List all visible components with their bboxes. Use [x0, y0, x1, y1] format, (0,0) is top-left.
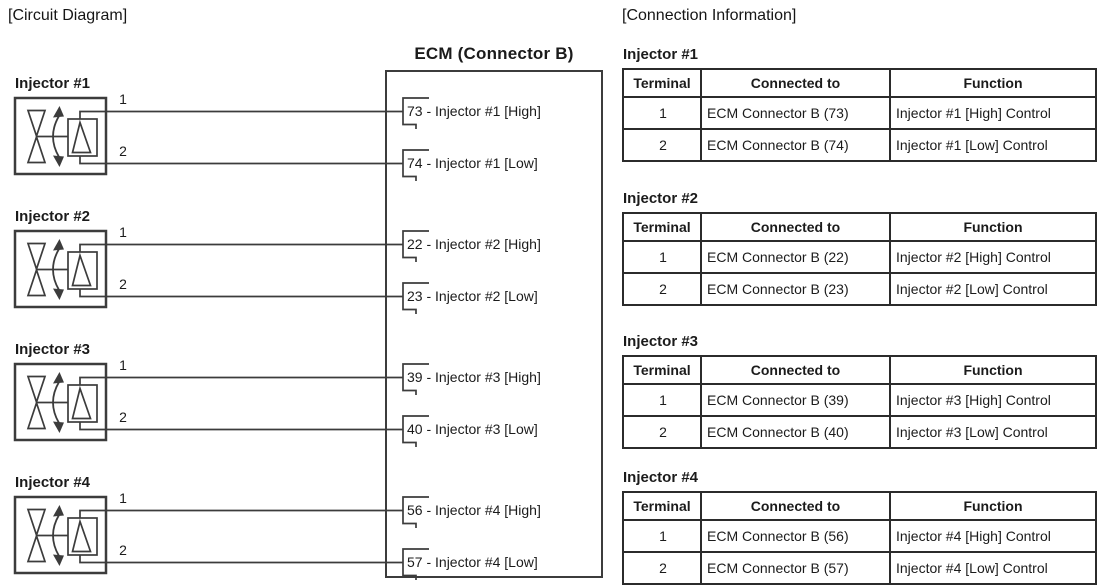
cell-function: Injector #1 [High] Control — [889, 96, 1097, 130]
terminal-2-label: 2 — [119, 409, 127, 425]
connection-table: Terminal Connected to Function 1 ECM Con… — [622, 212, 1097, 306]
ecm-pin-label-high: 56 - Injector #4 [High] — [407, 502, 541, 518]
col-header-function: Function — [889, 355, 1097, 385]
table-title: Injector #2 — [623, 190, 699, 207]
terminal-2-label: 2 — [119, 276, 127, 292]
table-row: 1 ECM Connector B (39) Injector #3 [High… — [622, 383, 1097, 417]
table-row: 2 ECM Connector B (57) Injector #4 [Low]… — [622, 551, 1097, 585]
col-header-connected-to: Connected to — [700, 355, 891, 385]
cell-function: Injector #4 [Low] Control — [889, 551, 1097, 585]
ecm-pin-label-high: 73 - Injector #1 [High] — [407, 103, 541, 119]
table-row: 2 ECM Connector B (40) Injector #3 [Low]… — [622, 415, 1097, 449]
col-header-function: Function — [889, 491, 1097, 521]
cell-connected-to: ECM Connector B (23) — [700, 272, 891, 306]
cell-terminal: 1 — [622, 240, 702, 274]
ecm-pin-label-low: 74 - Injector #1 [Low] — [407, 155, 538, 171]
ecm-pin-label-low: 40 - Injector #3 [Low] — [407, 421, 538, 437]
col-header-terminal: Terminal — [622, 491, 702, 521]
terminal-1-label: 1 — [119, 357, 127, 373]
connection-information-header: [Connection Information] — [622, 7, 797, 24]
col-header-connected-to: Connected to — [700, 491, 891, 521]
cell-terminal: 2 — [622, 272, 702, 306]
table-row: 2 ECM Connector B (74) Injector #1 [Low]… — [622, 128, 1097, 162]
cell-function: Injector #4 [High] Control — [889, 519, 1097, 553]
cell-connected-to: ECM Connector B (56) — [700, 519, 891, 553]
col-header-function: Function — [889, 212, 1097, 242]
injector-4-symbol — [13, 495, 431, 582]
connection-table: Terminal Connected to Function 1 ECM Con… — [622, 68, 1097, 162]
cell-function: Injector #3 [High] Control — [889, 383, 1097, 417]
terminal-2-label: 2 — [119, 143, 127, 159]
col-header-terminal: Terminal — [622, 212, 702, 242]
table-row: 1 ECM Connector B (56) Injector #4 [High… — [622, 519, 1097, 553]
connection-table: Terminal Connected to Function 1 ECM Con… — [622, 355, 1097, 449]
ecm-pin-label-high: 22 - Injector #2 [High] — [407, 236, 541, 252]
cell-function: Injector #3 [Low] Control — [889, 415, 1097, 449]
terminal-2-label: 2 — [119, 542, 127, 558]
col-header-connected-to: Connected to — [700, 68, 891, 98]
terminal-1-label: 1 — [119, 224, 127, 240]
col-header-terminal: Terminal — [622, 355, 702, 385]
ecm-pin-label-low: 23 - Injector #2 [Low] — [407, 288, 538, 304]
connection-table-block: Injector #3 Terminal Connected to Functi… — [622, 332, 1097, 449]
injector-name: Injector #2 — [15, 208, 91, 225]
cell-connected-to: ECM Connector B (22) — [700, 240, 891, 274]
injector-name: Injector #1 — [15, 75, 91, 92]
table-row: 1 ECM Connector B (73) Injector #1 [High… — [622, 96, 1097, 130]
cell-connected-to: ECM Connector B (40) — [700, 415, 891, 449]
table-title: Injector #1 — [623, 46, 699, 63]
ecm-pin-label-high: 39 - Injector #3 [High] — [407, 369, 541, 385]
connection-table-block: Injector #1 Terminal Connected to Functi… — [622, 45, 1097, 162]
circuit-diagram-header: [Circuit Diagram] — [8, 7, 128, 24]
cell-terminal: 1 — [622, 383, 702, 417]
table-row: 1 ECM Connector B (22) Injector #2 [High… — [622, 240, 1097, 274]
table-title: Injector #4 — [623, 469, 699, 486]
cell-terminal: 2 — [622, 415, 702, 449]
ecm-connector-label: ECM (Connector B) — [414, 44, 574, 63]
table-header-row: Terminal Connected to Function — [622, 491, 1097, 521]
table-row: 2 ECM Connector B (23) Injector #2 [Low]… — [622, 272, 1097, 306]
table-title: Injector #3 — [623, 333, 699, 350]
col-header-function: Function — [889, 68, 1097, 98]
cell-terminal: 1 — [622, 96, 702, 130]
table-header-row: Terminal Connected to Function — [622, 212, 1097, 242]
cell-function: Injector #2 [Low] Control — [889, 272, 1097, 306]
col-header-terminal: Terminal — [622, 68, 702, 98]
injector-2-symbol — [13, 229, 431, 316]
connection-table-block: Injector #2 Terminal Connected to Functi… — [622, 189, 1097, 306]
cell-function: Injector #1 [Low] Control — [889, 128, 1097, 162]
col-header-connected-to: Connected to — [700, 212, 891, 242]
terminal-1-label: 1 — [119, 91, 127, 107]
cell-connected-to: ECM Connector B (74) — [700, 128, 891, 162]
ecm-connector-box — [385, 70, 603, 578]
connection-table: Terminal Connected to Function 1 ECM Con… — [622, 491, 1097, 585]
cell-terminal: 1 — [622, 519, 702, 553]
injector-name: Injector #4 — [15, 474, 91, 491]
cell-connected-to: ECM Connector B (73) — [700, 96, 891, 130]
injector-1-symbol — [13, 96, 431, 183]
connection-table-block: Injector #4 Terminal Connected to Functi… — [622, 468, 1097, 585]
table-header-row: Terminal Connected to Function — [622, 68, 1097, 98]
injector-name: Injector #3 — [15, 341, 91, 358]
table-header-row: Terminal Connected to Function — [622, 355, 1097, 385]
ecm-pin-label-low: 57 - Injector #4 [Low] — [407, 554, 538, 570]
injector-3-symbol — [13, 362, 431, 449]
cell-function: Injector #2 [High] Control — [889, 240, 1097, 274]
cell-terminal: 2 — [622, 128, 702, 162]
terminal-1-label: 1 — [119, 490, 127, 506]
cell-connected-to: ECM Connector B (57) — [700, 551, 891, 585]
cell-terminal: 2 — [622, 551, 702, 585]
cell-connected-to: ECM Connector B (39) — [700, 383, 891, 417]
